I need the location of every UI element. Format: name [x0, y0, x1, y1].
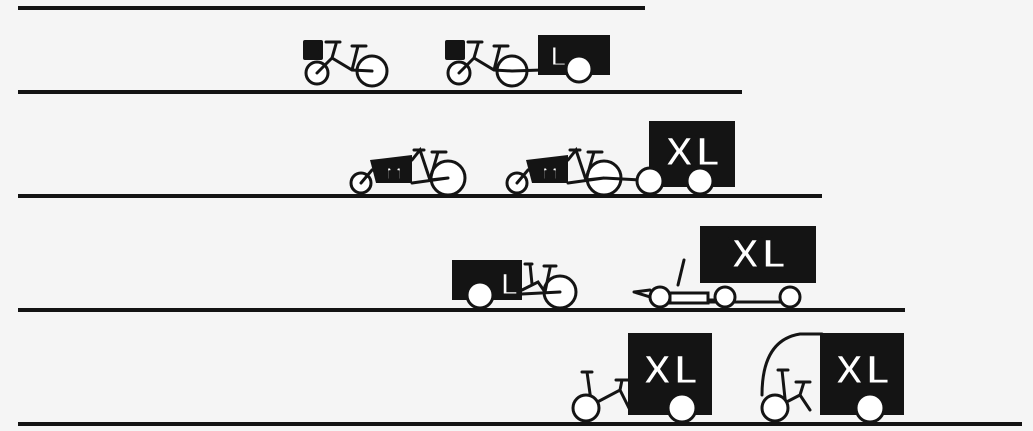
rider-seat-pad [668, 291, 710, 305]
trailer-box-xl [700, 226, 816, 283]
size-label-s: S [450, 42, 461, 60]
vehicle-s-bike-with-trailer: S L [445, 35, 610, 88]
rear-wheel [854, 392, 886, 424]
rear-wheel [666, 392, 698, 424]
cargo-box-m [526, 155, 568, 183]
front-wheel [760, 393, 790, 423]
size-label-xl: XL [642, 348, 698, 394]
ground-lines [18, 6, 1022, 426]
cargo-box-m [370, 155, 412, 183]
frame [359, 146, 450, 185]
size-label-xl: XL [834, 348, 890, 394]
frame [457, 40, 544, 75]
trailer-wheel-front [635, 166, 665, 196]
seat [676, 258, 686, 287]
vehicle-m-longtail: M [349, 146, 467, 197]
vehicle-xl-cargo-trike: XL [571, 333, 712, 424]
size-label-s: S [308, 42, 319, 60]
trailer-label-l: L [549, 40, 567, 73]
vehicle-m-longtail-with-trailer: M XL [505, 121, 735, 197]
vehicle-l-front-box-bike: L [452, 260, 578, 310]
frame [773, 368, 812, 412]
size-label-m: M [385, 164, 403, 185]
frame [315, 40, 374, 75]
size-label-xl: XL [730, 232, 786, 278]
vehicle-xl-enclosed-trike: XL [760, 332, 904, 424]
trailer-wheel-rear [685, 166, 715, 196]
size-label-l: L [499, 268, 518, 303]
front-wheel [648, 285, 672, 309]
rear-wheel [713, 285, 737, 309]
size-box-s [303, 40, 323, 60]
frame [515, 146, 642, 185]
vehicle-xl-recumbent-trike: XL [632, 226, 816, 309]
size-label-m: M [541, 164, 559, 185]
size-box-s [445, 40, 465, 60]
trailer-wheel [778, 285, 802, 309]
frame [520, 262, 562, 296]
front-wheel [465, 280, 495, 310]
frame [580, 370, 662, 412]
vehicle-s-bike: S [303, 40, 389, 88]
trailer-wheel [564, 54, 594, 84]
front-wheel [571, 393, 601, 423]
canopy [760, 332, 824, 397]
